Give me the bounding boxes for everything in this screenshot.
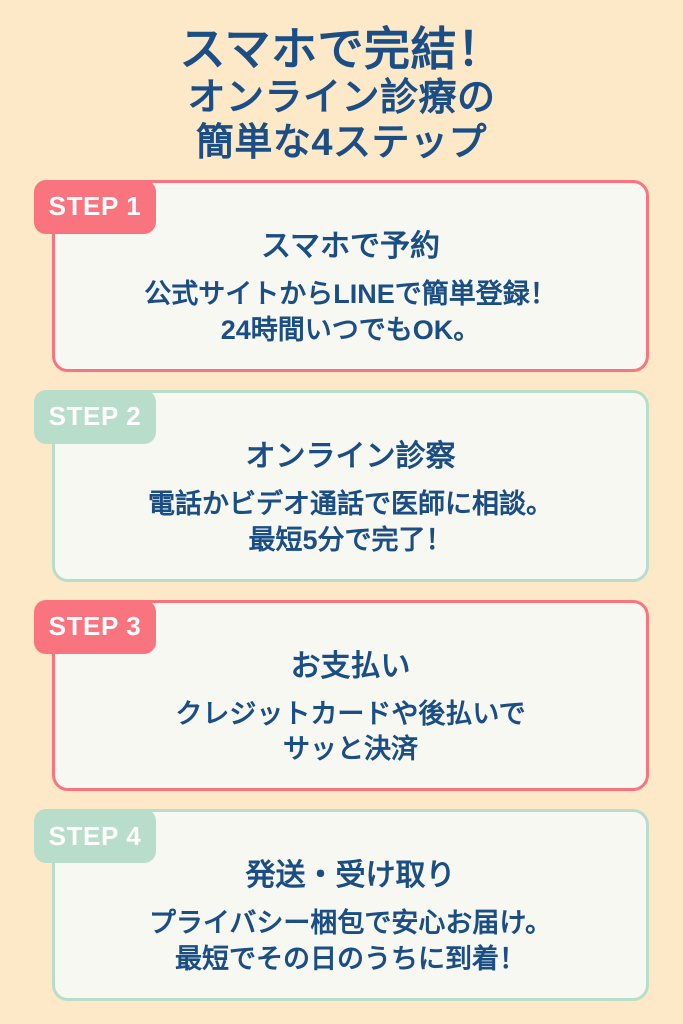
- step-description-2: 電話かビデオ通話で医師に相談。 最短5分で完了！: [81, 487, 620, 559]
- step-card-1: スマホで予約 公式サイトからLINEで簡単登録！ 24時間いつでもOK。: [52, 179, 649, 372]
- step-description-2-line-1: 電話かビデオ通話で医師に相談。: [148, 488, 553, 519]
- step-description-4-line-2: 最短でその日のうちに到着！: [175, 944, 526, 975]
- step-heading-2: オンライン診察: [245, 439, 456, 473]
- step-list: スマホで予約 公式サイトからLINEで簡単登録！ 24時間いつでもOK。 STE…: [0, 179, 683, 1002]
- title-line-2: オンライン診療の: [187, 77, 496, 120]
- step-badge-3: STEP 3: [34, 599, 156, 654]
- step-badge-4: STEP 4: [34, 809, 156, 864]
- page-title: スマホで完結！ オンライン診療の 簡単な4ステップ: [0, 0, 683, 166]
- step-badge-2: STEP 2: [34, 389, 156, 444]
- step-description-3: クレジットカードや後払いで サッと決済: [81, 697, 620, 769]
- step-description-4: プライバシー梱包で安心お届け。 最短でその日のうちに到着！: [81, 906, 620, 978]
- step-heading-1: スマホで予約: [260, 229, 441, 263]
- step-description-3-line-2: サッと決済: [283, 734, 418, 765]
- step-item-4: 発送・受け取り プライバシー梱包で安心お届け。 最短でその日のうちに到着！ ST…: [34, 809, 649, 1002]
- step-heading-3: お支払い: [290, 649, 411, 683]
- step-item-3: お支払い クレジットカードや後払いで サッと決済 STEP 3: [34, 599, 649, 792]
- title-line-1: スマホで完結！: [179, 23, 504, 75]
- title-line-3: 簡単な4ステップ: [195, 122, 488, 165]
- step-description-3-line-1: クレジットカードや後払いで: [175, 698, 526, 729]
- step-badge-1: STEP 1: [34, 179, 156, 234]
- step-description-2-line-2: 最短5分で完了！: [248, 524, 453, 555]
- step-description-1-line-2: 24時間いつでもOK。: [220, 314, 481, 345]
- step-heading-4: 発送・受け取り: [245, 859, 456, 893]
- step-description-1: 公式サイトからLINEで簡単登録！ 24時間いつでもOK。: [81, 277, 620, 349]
- step-item-1: スマホで予約 公式サイトからLINEで簡単登録！ 24時間いつでもOK。 STE…: [34, 179, 649, 372]
- step-description-1-line-1: 公式サイトからLINEで簡単登録！: [144, 278, 557, 309]
- step-item-2: オンライン診察 電話かビデオ通話で医師に相談。 最短5分で完了！ STEP 2: [34, 389, 649, 582]
- step-description-4-line-1: プライバシー梱包で安心お届け。: [148, 908, 553, 939]
